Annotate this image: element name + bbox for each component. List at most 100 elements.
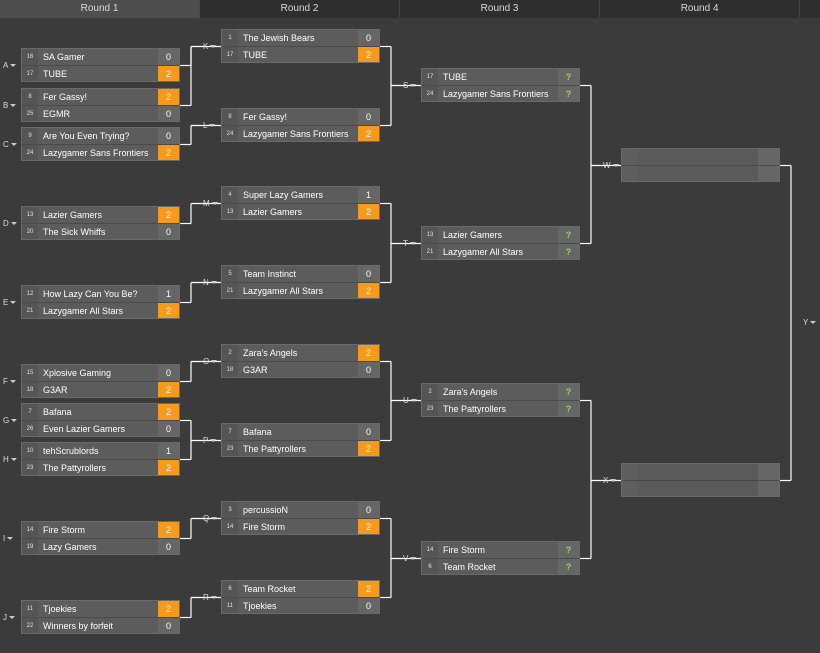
match-x[interactable] <box>621 463 780 497</box>
match-label-n[interactable]: N <box>203 278 217 288</box>
match-label-h[interactable]: H <box>3 455 17 465</box>
match-label-b[interactable]: B <box>3 101 17 111</box>
match-label-m[interactable]: M <box>203 199 218 209</box>
match-label-r[interactable]: R <box>203 593 217 603</box>
match-label-w[interactable]: W <box>603 161 619 171</box>
match-label-x[interactable]: X <box>603 476 617 486</box>
match-label-g[interactable]: G <box>3 416 18 426</box>
match-label-u[interactable]: U <box>403 396 417 406</box>
round-2-header[interactable]: Round 2 <box>200 0 401 18</box>
final-match-label[interactable]: Y <box>803 318 817 328</box>
match-label-f[interactable]: F <box>3 377 16 387</box>
match-label-i[interactable]: I <box>3 534 14 544</box>
match-label-d[interactable]: D <box>3 219 17 229</box>
round-4-header[interactable]: Round 4 <box>600 0 801 18</box>
match-label-j[interactable]: J <box>3 613 15 623</box>
match-label-s[interactable]: S <box>403 81 417 91</box>
match-w[interactable] <box>621 148 780 182</box>
team-row[interactable] <box>621 148 780 165</box>
match-label-a[interactable]: A <box>3 61 17 71</box>
team-row[interactable] <box>621 480 780 497</box>
match-label-p[interactable]: P <box>203 436 217 446</box>
match-label-e[interactable]: E <box>3 298 17 308</box>
team-row[interactable] <box>621 165 780 182</box>
match-label-k[interactable]: K <box>203 42 217 52</box>
round-1-header[interactable]: Round 1 <box>0 0 201 18</box>
match-label-q[interactable]: Q <box>203 514 218 524</box>
team-row[interactable] <box>621 463 780 480</box>
match-label-o[interactable]: O <box>203 357 218 367</box>
match-label-v[interactable]: V <box>403 554 417 564</box>
match-label-t[interactable]: T <box>403 239 416 249</box>
match-label-l[interactable]: L <box>203 121 216 131</box>
round-3-header[interactable]: Round 3 <box>400 0 601 18</box>
match-label-c[interactable]: C <box>3 140 17 150</box>
